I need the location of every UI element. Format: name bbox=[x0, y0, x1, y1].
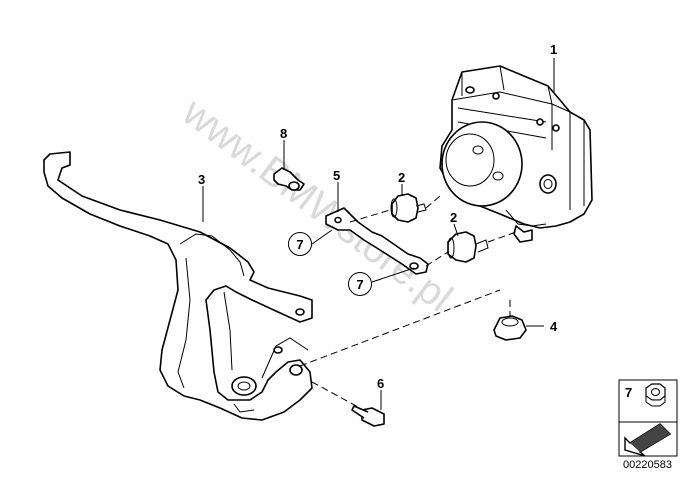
callout-part-5: 5 bbox=[333, 168, 340, 183]
rubber-mount-part-2-lower bbox=[425, 231, 517, 267]
callout-part-3: 3 bbox=[198, 172, 205, 187]
bolt-part-6 bbox=[311, 381, 385, 427]
callout-part-1: 1 bbox=[550, 42, 557, 57]
callout-part-6: 6 bbox=[377, 376, 384, 391]
callout-part-4: 4 bbox=[550, 319, 558, 334]
legend-box: 7 00220583 bbox=[618, 379, 678, 471]
svg-text:7: 7 bbox=[356, 277, 363, 292]
callout-part-7-lower: 7 bbox=[348, 272, 372, 296]
arrow-icon bbox=[624, 423, 672, 457]
legend-part-number: 7 bbox=[625, 385, 632, 400]
abs-unit-part-1 bbox=[439, 65, 593, 243]
callout-part-2-upper: 2 bbox=[398, 170, 405, 185]
small-bracket-part-5 bbox=[325, 207, 429, 275]
rubber-mount-part-2-upper bbox=[349, 193, 441, 223]
clip-part-8 bbox=[273, 167, 305, 191]
diagram-code: 00220583 bbox=[623, 459, 672, 471]
hex-nut-icon bbox=[645, 383, 666, 407]
grommet-part-4 bbox=[299, 289, 527, 367]
callout-part-7-upper: 7 bbox=[288, 232, 312, 256]
svg-text:7: 7 bbox=[296, 237, 303, 252]
callout-part-2-lower: 2 bbox=[450, 210, 457, 225]
bracket-part-3 bbox=[43, 151, 313, 421]
callout-part-8: 8 bbox=[280, 126, 287, 141]
leader-lines bbox=[202, 58, 555, 410]
